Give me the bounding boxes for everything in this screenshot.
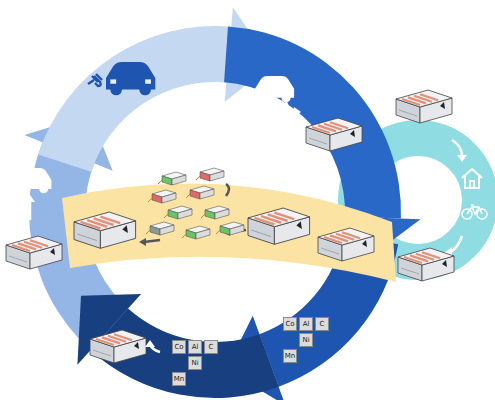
flow-hint [452,140,462,156]
element-symbol: Co [172,340,186,354]
bike-icon [462,205,487,219]
battery-pack [398,248,454,281]
battery-pack [318,228,374,261]
element-symbol: Ni [299,333,313,347]
car-icon [255,76,294,102]
element-symbol: Al [188,340,202,354]
flow-hint-head [139,238,146,246]
element-symbol: Ni [188,356,202,370]
element-symbol: Al [299,317,313,331]
battery-cell [216,222,244,235]
battery-cell [148,190,176,203]
battery-pack [74,212,136,248]
flow-hint-head [457,155,467,162]
recycling-arrow [77,294,278,398]
battery-pack [306,118,362,151]
flow-hint [226,184,229,196]
production-band [62,184,396,282]
car-icon [106,62,155,95]
car-icon [14,168,51,193]
flow-hint-head [25,195,35,202]
element-symbol: Mn [283,349,297,363]
element-symbol: C [204,340,218,354]
battery-pack [396,90,452,123]
flow-hint-head [294,107,301,117]
plug-icon [88,74,102,86]
battery-cell [186,186,214,199]
battery-cell [182,226,210,239]
battery-cell [164,206,192,219]
element-symbol: Co [283,317,297,331]
house-icon [462,169,482,188]
battery-cell [158,172,186,185]
battery-cell [146,222,174,235]
battery-cell [196,168,224,181]
battery-pack [6,236,62,269]
battery-pack [248,208,310,244]
battery-pack [90,330,146,363]
element-symbol: C [315,317,329,331]
flow-hint [144,240,160,242]
element-symbol: Mn [172,372,186,386]
flow-hint [30,200,31,220]
flow-hint-head [145,340,155,347]
battery-cell [201,206,229,219]
